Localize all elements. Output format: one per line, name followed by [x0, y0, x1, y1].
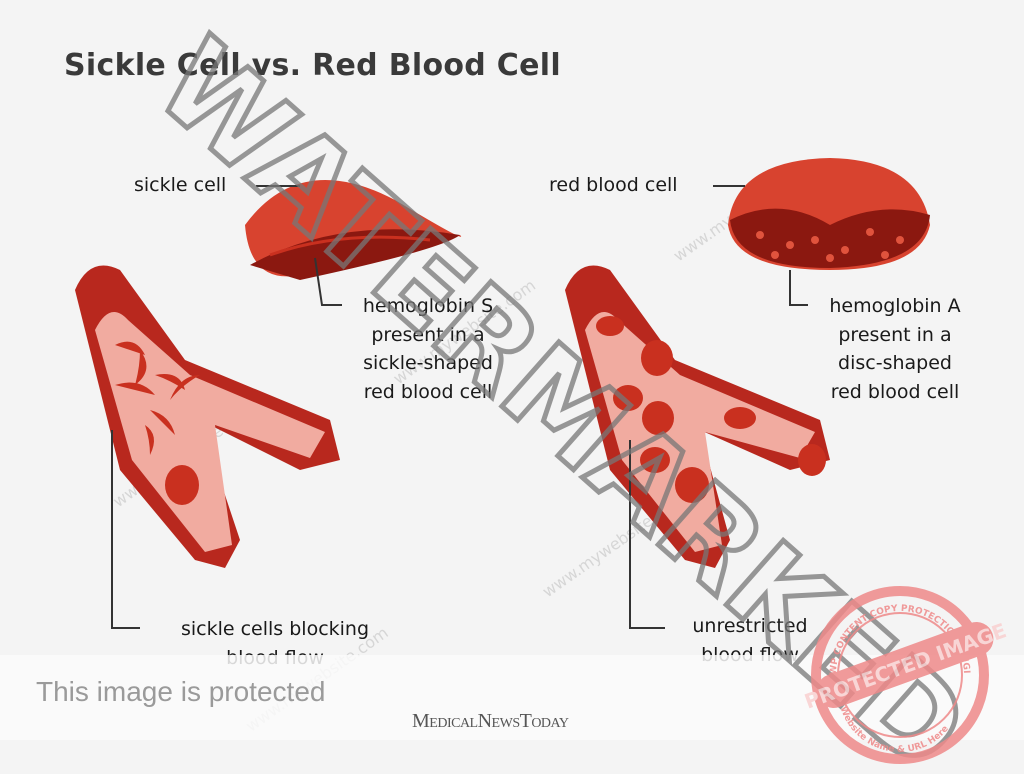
sickle-vessel	[75, 265, 340, 568]
hemoglobin-a-caption: hemoglobin A present in a disc-shaped re…	[805, 292, 985, 406]
sickle-cell-label: sickle cell	[134, 174, 227, 196]
caption-line: sickle cells blocking	[180, 618, 370, 640]
sickle-cell-illustration	[245, 180, 462, 280]
normal-vessel	[565, 265, 830, 568]
caption-line: red blood cell	[363, 380, 493, 403]
caption-line: hemoglobin A	[829, 295, 961, 317]
caption-line: sickle-shaped	[363, 352, 493, 374]
brand-logo: MedicalNewsToday	[412, 710, 569, 732]
red-blood-cell-label: red blood cell	[549, 174, 678, 196]
caption-line: unrestricted	[692, 615, 808, 637]
caption-line: disc-shaped	[838, 352, 952, 374]
page-title: Sickle Cell vs. Red Blood Cell	[64, 48, 561, 83]
caption-line: present in a	[838, 323, 952, 346]
protected-notice: This image is protected	[36, 676, 326, 707]
caption-line: red blood cell	[830, 380, 960, 403]
hemoglobin-s-caption: hemoglobin S present in a sickle-shaped …	[338, 292, 518, 406]
red-blood-cell-illustration	[728, 158, 930, 270]
caption-line: hemoglobin S	[362, 295, 494, 317]
caption-line: present in a	[371, 323, 485, 346]
leader-lines	[111, 185, 808, 629]
